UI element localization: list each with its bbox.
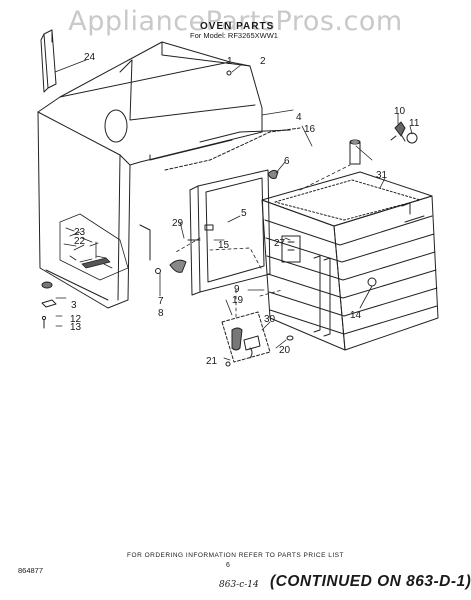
callout-22: 22 xyxy=(74,236,86,247)
callout-7: 7 xyxy=(158,296,164,307)
handwritten-code: 863-c-14 xyxy=(219,580,259,590)
callout-numbers: 1 2 3 4 5 6 7 8 9 10 11 12 13 14 15 16 1… xyxy=(70,52,420,367)
callout-16: 16 xyxy=(304,124,316,135)
callout-21: 21 xyxy=(206,356,218,367)
callout-5: 5 xyxy=(241,208,247,219)
callout-27: 27 xyxy=(274,238,286,249)
callout-29: 29 xyxy=(172,218,184,229)
callout-20: 20 xyxy=(279,345,291,356)
callout-4: 4 xyxy=(296,112,302,123)
callout-19: 19 xyxy=(232,295,244,306)
watermark: AppliancePartsPros.com xyxy=(68,6,403,37)
callout-13: 13 xyxy=(70,322,82,333)
bracket-assembly xyxy=(221,311,271,367)
callout-3: 3 xyxy=(71,300,77,311)
model-label: For Model: RF3265XWW1 xyxy=(190,31,278,40)
callout-12: 12 xyxy=(70,314,82,325)
callout-24: 24 xyxy=(84,52,96,63)
part-24-strip xyxy=(40,29,57,93)
callout-30: 30 xyxy=(264,314,276,325)
callout-6: 6 xyxy=(284,156,290,167)
leader-lines xyxy=(54,59,413,361)
document-code: 864877 xyxy=(18,566,44,575)
continued-note: (CONTINUED ON 863-D-1) xyxy=(270,573,471,590)
diagram-title: OVEN PARTS xyxy=(200,21,275,32)
door-frame xyxy=(187,169,271,296)
callout-31: 31 xyxy=(376,170,388,181)
callout-15: 15 xyxy=(218,240,230,251)
callout-1: 1 xyxy=(227,56,233,67)
burner-pan xyxy=(59,213,129,281)
callout-11: 11 xyxy=(409,118,420,129)
small-hardware xyxy=(41,70,418,341)
callout-9: 9 xyxy=(234,284,240,295)
callout-14: 14 xyxy=(350,310,362,321)
callout-23: 23 xyxy=(74,227,86,238)
callout-2: 2 xyxy=(260,56,266,67)
alignment-lines xyxy=(175,164,351,321)
oven-body xyxy=(37,41,301,309)
oven-cavity xyxy=(261,171,439,351)
page-number: 6 xyxy=(226,562,230,569)
ordering-note: FOR ORDERING INFORMATION REFER TO PARTS … xyxy=(127,552,344,559)
callout-8: 8 xyxy=(158,308,164,319)
callout-10: 10 xyxy=(394,106,406,117)
